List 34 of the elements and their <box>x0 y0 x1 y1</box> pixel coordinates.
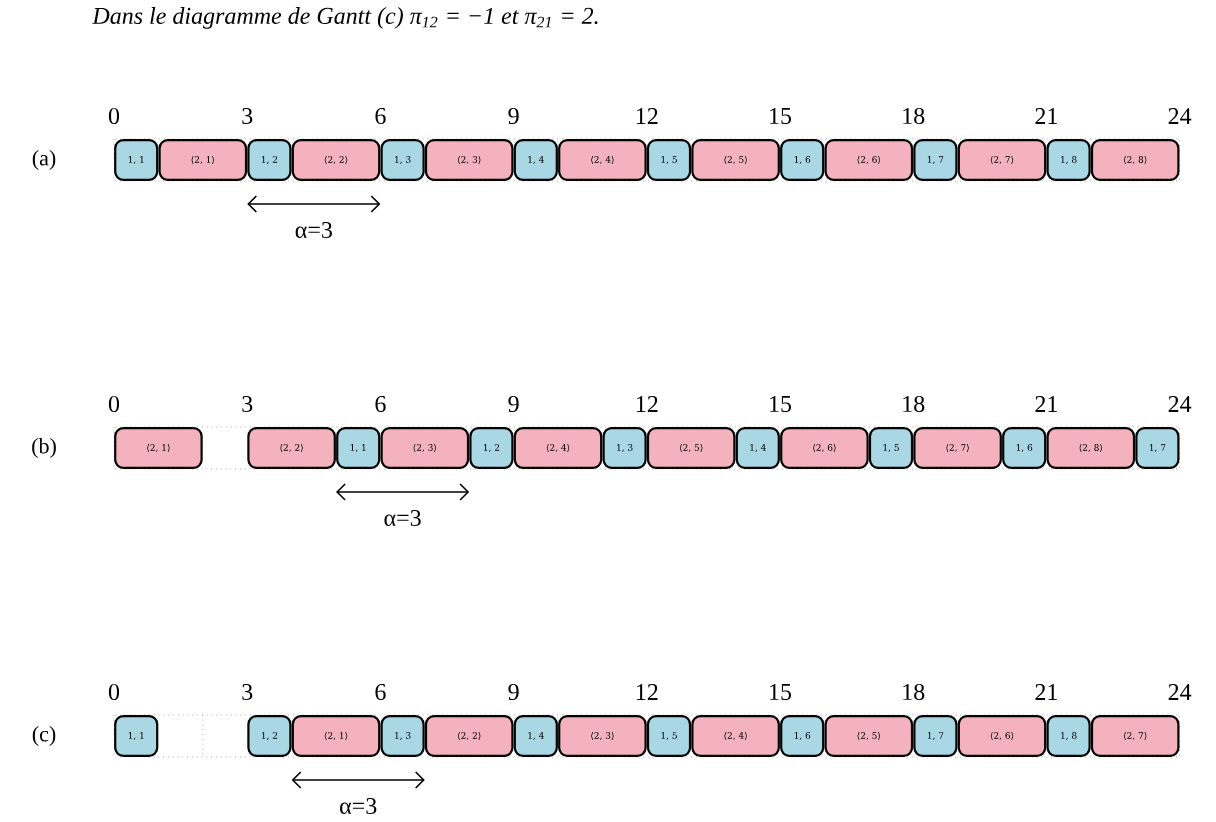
tick-label: 21 <box>1035 396 1057 412</box>
tick-label: 12 <box>636 684 658 700</box>
tick-label: 3 <box>242 395 253 413</box>
alpha-label: α=3 <box>295 221 332 239</box>
alpha-label: α=3 <box>384 509 421 527</box>
tick-label: 15 <box>770 683 792 700</box>
tick-label: 21 <box>1035 108 1057 124</box>
tick-label: 24 <box>1168 396 1192 412</box>
tick-label: 12 <box>636 108 658 124</box>
tick-label: 15 <box>770 107 792 124</box>
alpha-label: α=3 <box>340 797 377 815</box>
tick-label: 9 <box>508 107 519 125</box>
tick-label: 6 <box>375 395 386 413</box>
tick-label: 18 <box>903 395 925 413</box>
tick-label: 3 <box>242 107 253 125</box>
row-label: (c) <box>32 726 56 746</box>
tick-label: 3 <box>242 683 253 701</box>
tick-label: 18 <box>903 107 925 125</box>
tick-label: 9 <box>508 395 519 413</box>
tick-label: 0 <box>108 107 120 125</box>
tick-label: 18 <box>903 683 925 701</box>
caption-text: Dans le diagramme de Gantt (c) π$_{12}$ = −1 et π$_{21}$ = 2. <box>92 7 598 29</box>
tick-label: 24 <box>1168 108 1192 124</box>
tick-label: 15 <box>770 395 792 412</box>
row-label: (a) <box>32 150 56 170</box>
tick-label: 0 <box>108 395 120 413</box>
tick-label: 6 <box>375 107 386 125</box>
tick-label: 9 <box>508 683 519 701</box>
tick-label: 21 <box>1035 684 1057 700</box>
row-label: (b) <box>32 438 56 458</box>
tick-label: 24 <box>1168 684 1192 700</box>
tick-label: 0 <box>108 683 120 701</box>
tick-label: 6 <box>375 683 386 701</box>
tick-label: 12 <box>636 396 658 412</box>
